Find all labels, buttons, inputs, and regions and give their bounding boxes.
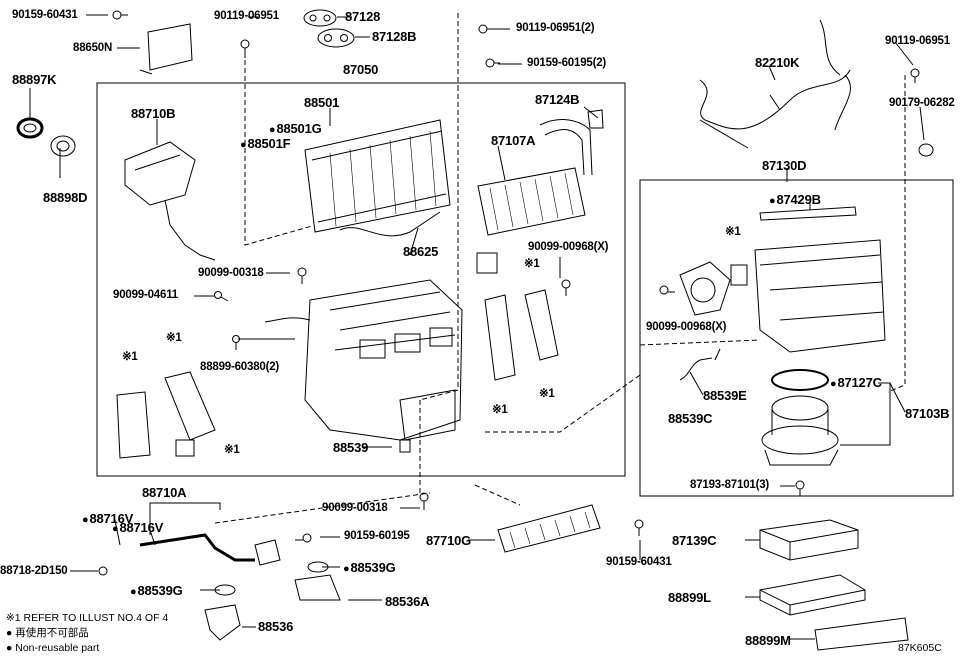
duct-88710A bbox=[139, 533, 281, 566]
label-88898D: 88898D bbox=[43, 190, 88, 205]
label-ref-a: ※1 bbox=[725, 226, 741, 238]
label-87193-87101: 87193-87101(3) bbox=[690, 479, 770, 491]
hvac-main-unit bbox=[264, 279, 463, 441]
harness-82210K bbox=[699, 19, 851, 149]
seals bbox=[16, 117, 76, 157]
label-90159-60431-top: 90159-60431 bbox=[12, 9, 78, 21]
label-ref-b: ※1 bbox=[524, 258, 540, 270]
label-ref-e: ※1 bbox=[539, 388, 555, 400]
label-90159-60195: 90159-60195 bbox=[344, 530, 410, 542]
actuators bbox=[116, 252, 748, 459]
label-88501G: 88501G bbox=[269, 122, 321, 136]
part-90179-06282 bbox=[918, 143, 934, 157]
frame-87050 bbox=[96, 82, 626, 477]
frame-87130D bbox=[639, 179, 954, 497]
evaporator-88501 bbox=[304, 119, 451, 233]
label-88539G-b: 88539G bbox=[343, 561, 395, 575]
label-90099-00968x-a: 90099-00968(X) bbox=[528, 241, 609, 253]
label-87128B: 87128B bbox=[372, 29, 417, 44]
part-88625-wire bbox=[339, 211, 441, 237]
label-87128: 87128 bbox=[345, 9, 381, 24]
bracket-88536 bbox=[204, 604, 241, 641]
part-88539G-b bbox=[307, 561, 329, 573]
label-82210K: 82210K bbox=[755, 55, 800, 70]
heater-87107A bbox=[477, 119, 593, 236]
blower-case-87130D bbox=[679, 206, 886, 353]
bracket-88536A bbox=[294, 574, 341, 601]
label-90119-06951-2: 90119-06951(2) bbox=[516, 22, 595, 34]
part-87124B bbox=[587, 109, 604, 129]
label-88625: 88625 bbox=[403, 244, 439, 259]
label-88710A: 88710A bbox=[142, 485, 187, 500]
gaskets-87128 bbox=[303, 9, 355, 48]
label-87127C: 87127C bbox=[830, 376, 882, 390]
tray-88899L bbox=[759, 574, 866, 616]
label-90159-60195-2: 90159-60195(2) bbox=[527, 57, 607, 69]
label-87050: 87050 bbox=[343, 62, 379, 77]
label-88539C: 88539C bbox=[668, 411, 713, 426]
legend-ref-note: ※1 REFER TO ILLUST NO.4 OF 4 bbox=[6, 612, 169, 624]
label-90119-06951-r: 90119-06951 bbox=[885, 35, 950, 47]
label-88710B: 88710B bbox=[131, 106, 176, 121]
hose-88539C bbox=[679, 357, 713, 381]
part-88539G-a bbox=[214, 584, 236, 596]
label-87429B: 87429B bbox=[769, 193, 821, 207]
cover-88899M bbox=[814, 617, 909, 651]
legend-nonreusable-en: ● Non-reusable part bbox=[6, 642, 100, 654]
bolts bbox=[98, 10, 920, 576]
label-90099-00968x-b: 90099-00968(X) bbox=[646, 321, 727, 333]
legend-nonreusable-jp: ● 再使用不可部品 bbox=[6, 627, 89, 639]
label-88539: 88539 bbox=[333, 440, 369, 455]
label-87107A: 87107A bbox=[491, 133, 536, 148]
label-ref-f: ※1 bbox=[492, 404, 508, 416]
label-88539G-a: 88539G bbox=[130, 584, 182, 598]
label-88501: 88501 bbox=[304, 95, 340, 110]
label-90099-04611: 90099-04611 bbox=[113, 289, 178, 301]
label-87710G: 87710G bbox=[426, 533, 472, 548]
label-ref-d: ※1 bbox=[122, 351, 138, 363]
label-88897K: 88897K bbox=[12, 72, 57, 87]
part-87710G bbox=[497, 504, 601, 553]
label-87103B: 87103B bbox=[905, 406, 950, 421]
blower-motor-87103B bbox=[761, 369, 839, 466]
label-88899M: 88899M bbox=[745, 633, 791, 648]
label-ref-c: ※1 bbox=[166, 332, 182, 344]
duct-88710B bbox=[124, 141, 216, 261]
label-ref-g: ※1 bbox=[224, 444, 240, 456]
label-88539E: 88539E bbox=[703, 388, 747, 403]
label-90099-00318-b: 90099-00318 bbox=[322, 502, 388, 514]
label-87130D: 87130D bbox=[762, 158, 807, 173]
label-88650N: 88650N bbox=[73, 42, 113, 54]
label-90099-00318-a: 90099-00318 bbox=[198, 267, 264, 279]
label-90119-06951-a: 90119-06951 bbox=[214, 10, 279, 22]
part-88650N bbox=[139, 23, 193, 75]
label-87124B: 87124B bbox=[535, 92, 580, 107]
filter-87139C bbox=[759, 519, 859, 561]
label-90159-60431-b: 90159-60431 bbox=[606, 556, 672, 568]
diagram-code: 87K605C bbox=[898, 642, 942, 654]
label-88718-2d150: 88718-2D150 bbox=[0, 565, 68, 577]
label-88899L: 88899L bbox=[668, 590, 711, 605]
label-90179-06282: 90179-06282 bbox=[889, 97, 955, 109]
label-87139C: 87139C bbox=[672, 533, 717, 548]
label-88501F: 88501F bbox=[240, 137, 290, 151]
label-88899-60380: 88899-60380(2) bbox=[200, 361, 280, 373]
label-88536: 88536 bbox=[258, 619, 294, 634]
label-88716V-b: 88716V bbox=[112, 521, 163, 535]
label-88536A: 88536A bbox=[385, 594, 430, 609]
